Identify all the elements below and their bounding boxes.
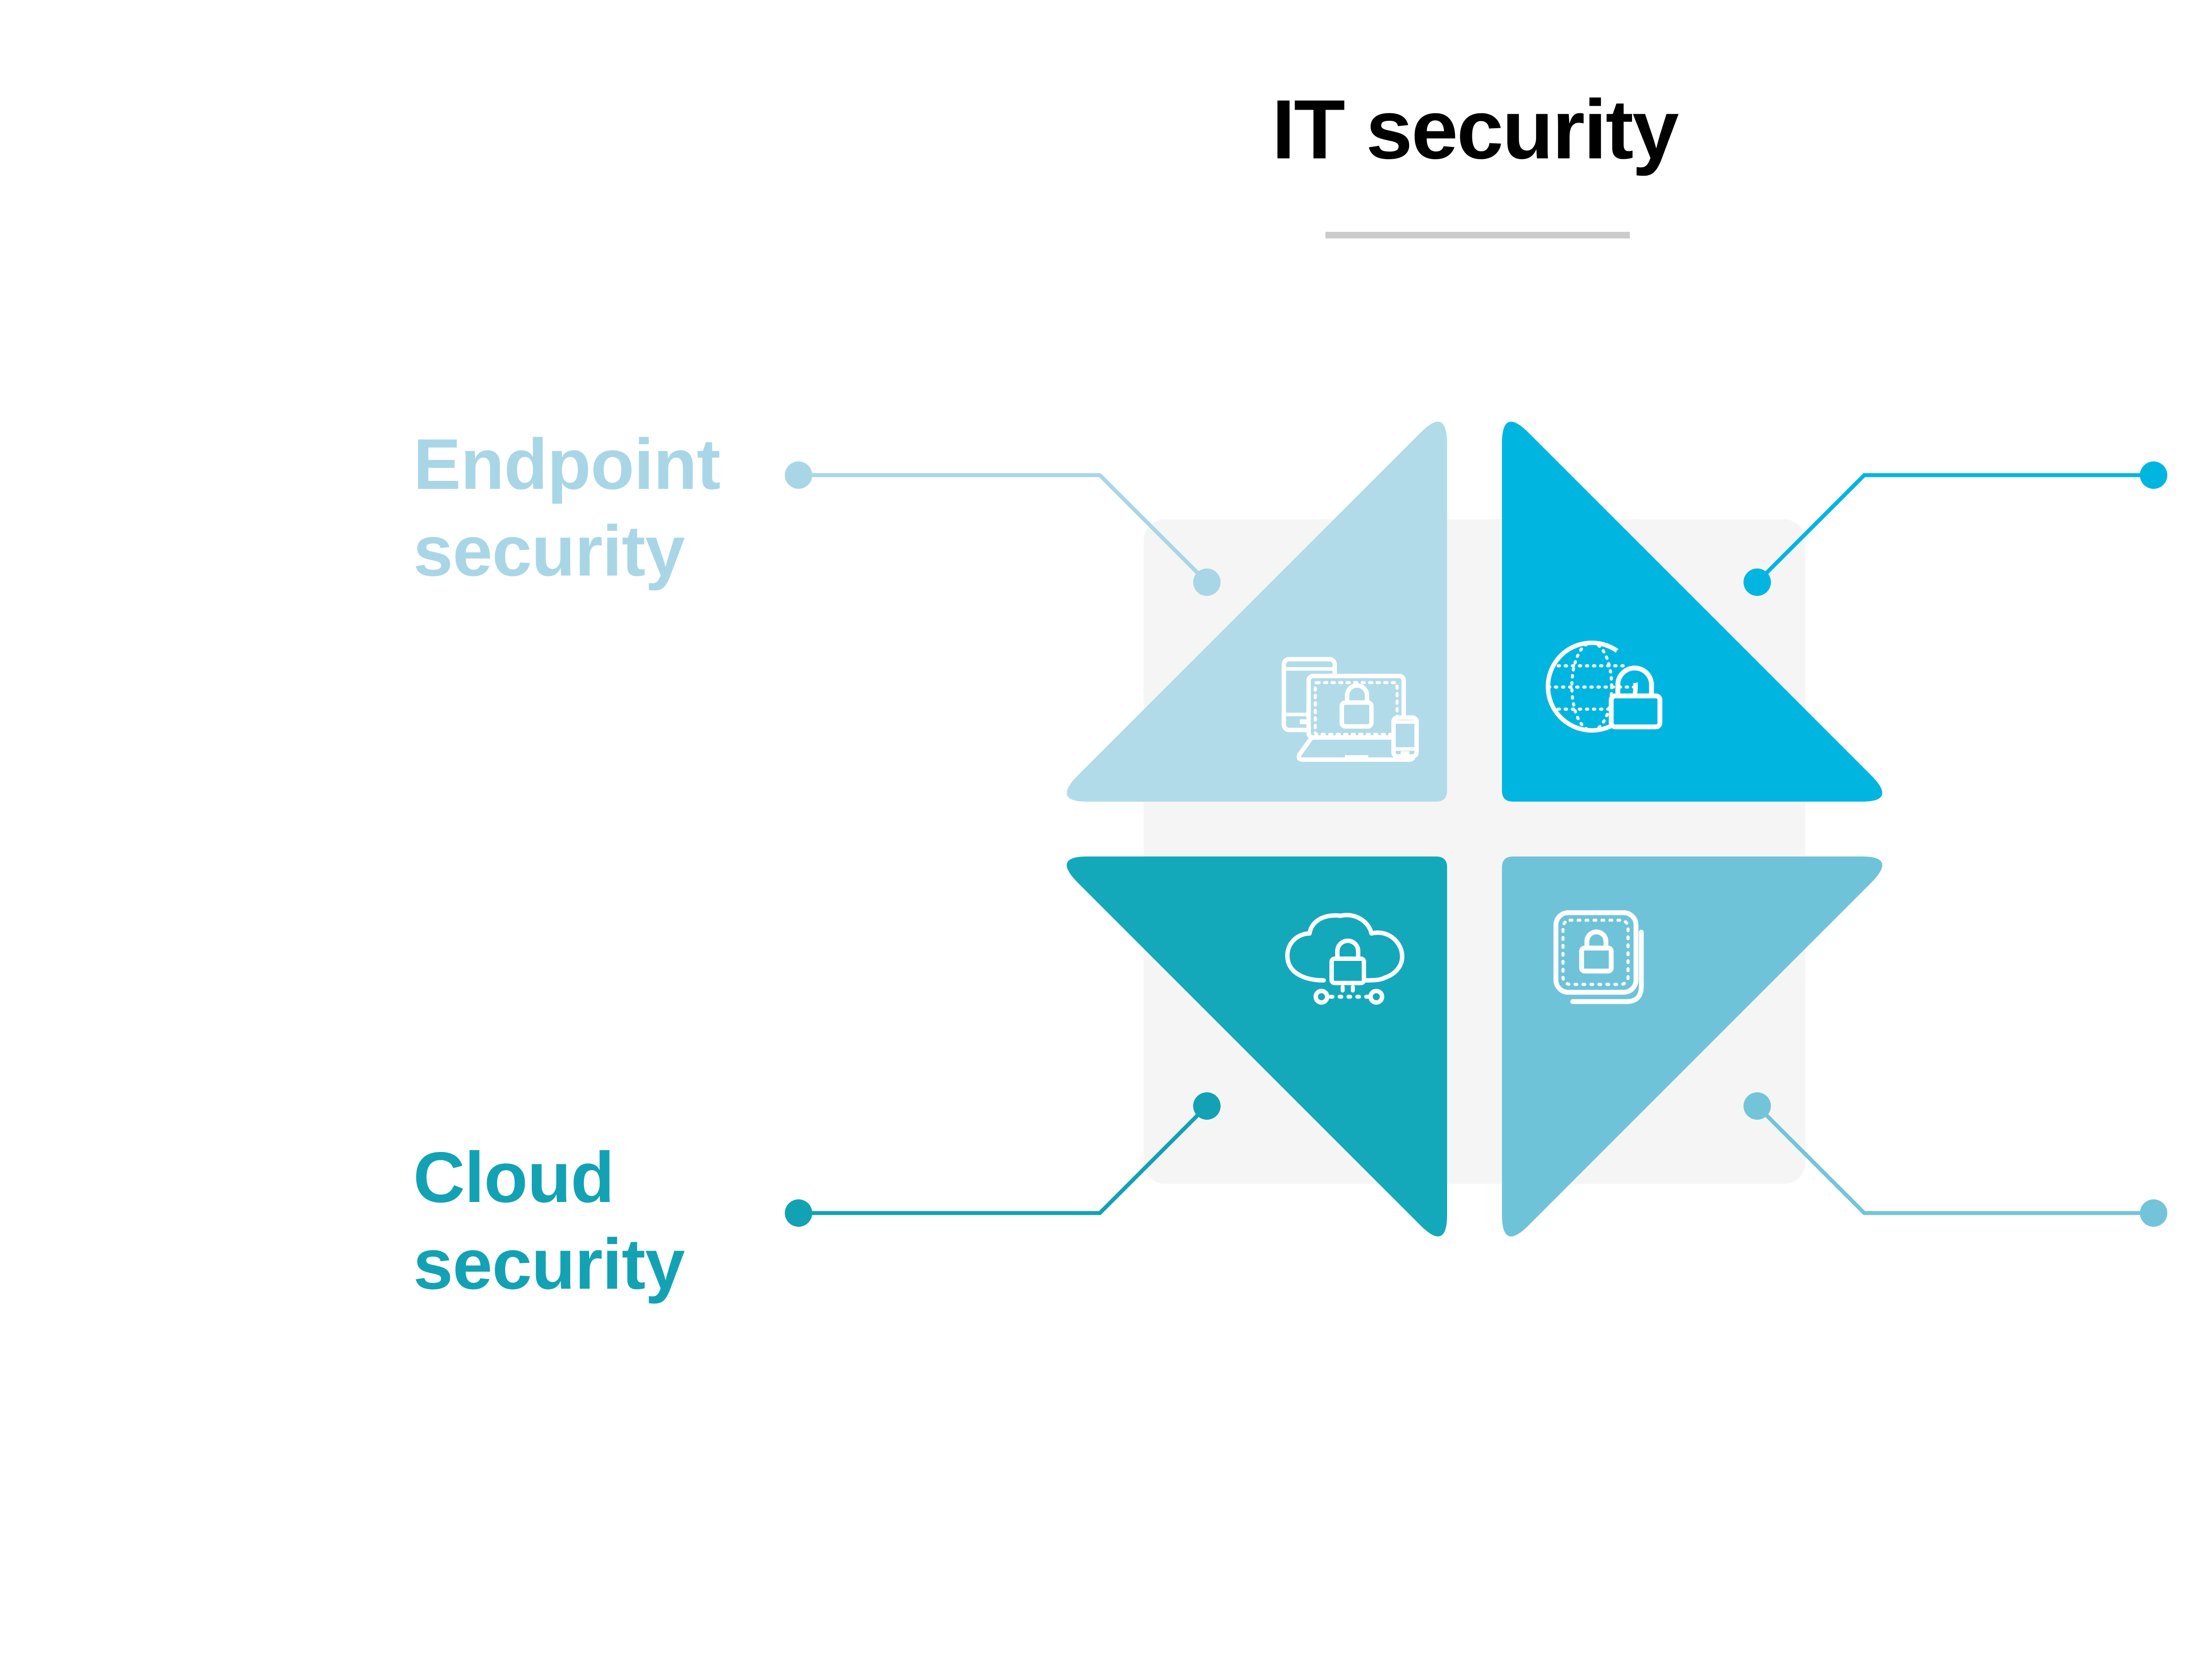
endpoint-connector: [785, 461, 1221, 596]
label-line: security: [413, 511, 685, 591]
label-line: Endpoint: [413, 424, 721, 504]
cloud-label-dot: [785, 1199, 812, 1227]
network-label-dot: [2140, 461, 2167, 489]
application-triangle-dot: [1743, 1092, 1771, 1120]
cloud-security-triangle: [1067, 856, 1447, 1237]
label-line: Cloud: [413, 1137, 614, 1217]
endpoint-triangle-dot: [1193, 568, 1221, 596]
network-triangle-dot: [1743, 568, 1771, 596]
cloud-lock-icon: [1285, 913, 1405, 1005]
endpoint-label-dot: [785, 461, 812, 489]
endpoint-connector-line: [799, 473, 1209, 584]
cloud-connector: [785, 1092, 1221, 1227]
cloud-security-label: Cloud security: [413, 1134, 685, 1308]
network-connector-line: [1755, 473, 2154, 584]
page-title: IT security: [1271, 83, 1679, 177]
devices-lock-icon: [1282, 657, 1419, 762]
app-stack-lock-icon: [1553, 910, 1644, 1004]
application-connector: [1743, 1092, 2167, 1227]
cloud-connector-line: [799, 1104, 1209, 1215]
application-label-dot: [2140, 1199, 2167, 1227]
network-security-triangle: [1502, 422, 1882, 802]
network-connector: [1743, 461, 2167, 596]
application-connector-line: [1755, 1104, 2154, 1215]
cloud-triangle-dot: [1193, 1092, 1221, 1120]
endpoint-security-label: Endpoint security: [413, 421, 721, 595]
globe-lock-icon: [1546, 641, 1663, 733]
title-underline: [1325, 232, 1630, 238]
label-line: security: [413, 1224, 685, 1304]
